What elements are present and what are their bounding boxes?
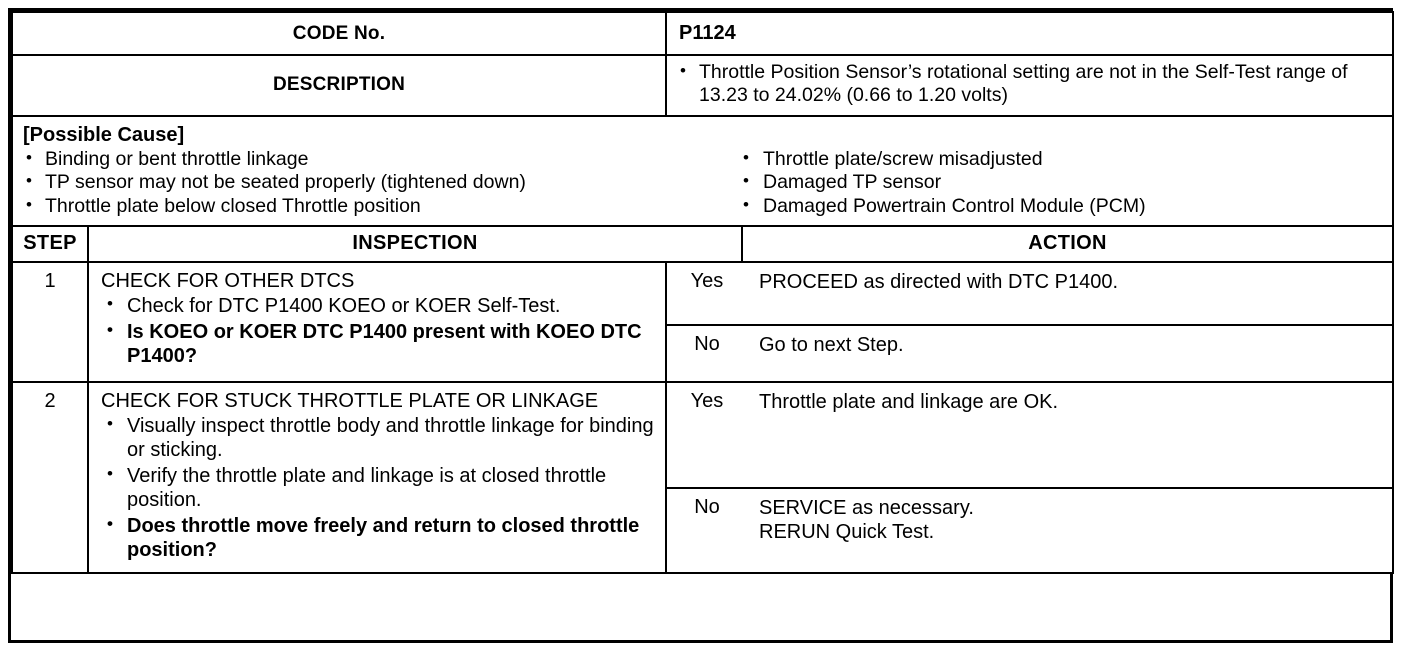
result-row: No SERVICE as necessary. RERUN Quick Tes… [667,487,1393,549]
action-line: Throttle plate and linkage are OK. [759,390,1059,413]
possible-cause-item: TP sensor may not be seated properly (ti… [23,170,735,194]
column-header-step: STEP [11,224,89,263]
code-no-label: CODE No. [11,11,667,56]
step-inspection: CHECK FOR OTHER DTCS Check for DTC P1400… [87,260,667,383]
inspection-title: CHECK FOR STUCK THROTTLE PLATE OR LINKAG… [101,389,599,412]
code-no-value: P1124 [664,11,1395,56]
inspection-question: Does throttle move freely and return to … [101,513,659,562]
possible-cause-item: Damaged Powertrain Control Module (PCM) [737,194,1384,218]
yes-no-table: Yes PROCEED as directed with DTC P1400. … [667,262,1393,362]
action-line: RERUN Quick Test. [759,521,935,544]
yes-no-table: Yes Throttle plate and linkage are OK. N… [667,382,1393,549]
action-line: SERVICE as necessary. [759,496,974,519]
possible-cause-cell: [Possible Cause] Binding or bent throttl… [10,114,1395,227]
column-header-row: STEP INSPECTION ACTION [11,224,1395,263]
column-header-inspection: INSPECTION [87,224,743,263]
result-action-yes: Throttle plate and linkage are OK. [747,382,1393,489]
inspection-item: Verify the throttle plate and linkage is… [101,463,659,512]
dtc-diagnostic-table: CODE No. P1124 DESCRIPTION Throttle Posi… [8,8,1395,643]
result-action-no: Go to next Step. [747,324,1393,362]
inspection-title: CHECK FOR OTHER DTCS [101,269,355,292]
possible-cause-item: Damaged TP sensor [737,170,1384,194]
result-key-no: No [667,487,747,549]
description-list: Throttle Position Sensor’s rotational se… [677,60,1384,108]
code-row: CODE No. P1124 [11,11,1395,56]
possible-cause-row: [Possible Cause] Binding or bent throttl… [10,114,1395,227]
description-item: Throttle Position Sensor’s rotational se… [677,60,1384,108]
result-row: No Go to next Step. [667,324,1393,362]
possible-cause-columns: Binding or bent throttle linkage TP sens… [23,147,1384,218]
possible-cause-item: Throttle plate/screw misadjusted [737,147,1384,171]
inspection-question: Is KOEO or KOER DTC P1400 present with K… [101,319,659,368]
possible-cause-title: [Possible Cause] [23,123,185,146]
inspection-item: Check for DTC P1400 KOEO or KOER Self-Te… [101,293,659,318]
step-number: 2 [11,380,89,574]
step-inspection: CHECK FOR STUCK THROTTLE PLATE OR LINKAG… [87,380,667,574]
step-action-cell: Yes Throttle plate and linkage are OK. N… [664,380,1395,574]
possible-cause-left-list: Binding or bent throttle linkage TP sens… [23,147,735,218]
column-header-action: ACTION [740,224,1395,263]
possible-cause-right-column: Throttle plate/screw misadjusted Damaged… [735,147,1384,218]
inspection-item: Visually inspect throttle body and throt… [101,413,659,462]
result-key-no: No [667,324,747,362]
possible-cause-right-list: Throttle plate/screw misadjusted Damaged… [737,147,1384,218]
result-row: Yes Throttle plate and linkage are OK. [667,382,1393,489]
result-row: Yes PROCEED as directed with DTC P1400. [667,262,1393,326]
table-row: 1 CHECK FOR OTHER DTCS Check for DTC P14… [11,260,1395,383]
action-line: Go to next Step. [759,333,904,356]
result-action-no: SERVICE as necessary. RERUN Quick Test. [747,487,1393,549]
result-key-yes: Yes [667,262,747,326]
description-label: DESCRIPTION [11,54,667,117]
action-line: PROCEED as directed with DTC P1400. [759,270,1119,293]
possible-cause-item: Binding or bent throttle linkage [23,147,735,171]
inspection-list: Visually inspect throttle body and throt… [101,413,659,562]
result-action-yes: PROCEED as directed with DTC P1400. [747,262,1393,326]
inspection-list: Check for DTC P1400 KOEO or KOER Self-Te… [101,293,659,368]
table-row: 2 CHECK FOR STUCK THROTTLE PLATE OR LINK… [11,380,1395,574]
result-key-yes: Yes [667,382,747,489]
possible-cause-left-column: Binding or bent throttle linkage TP sens… [23,147,735,218]
description-value: Throttle Position Sensor’s rotational se… [664,54,1395,117]
possible-cause-item: Throttle plate below closed Throttle pos… [23,194,735,218]
step-number: 1 [11,260,89,383]
description-row: DESCRIPTION Throttle Position Sensor’s r… [11,54,1395,117]
step-action-cell: Yes PROCEED as directed with DTC P1400. … [664,260,1395,383]
